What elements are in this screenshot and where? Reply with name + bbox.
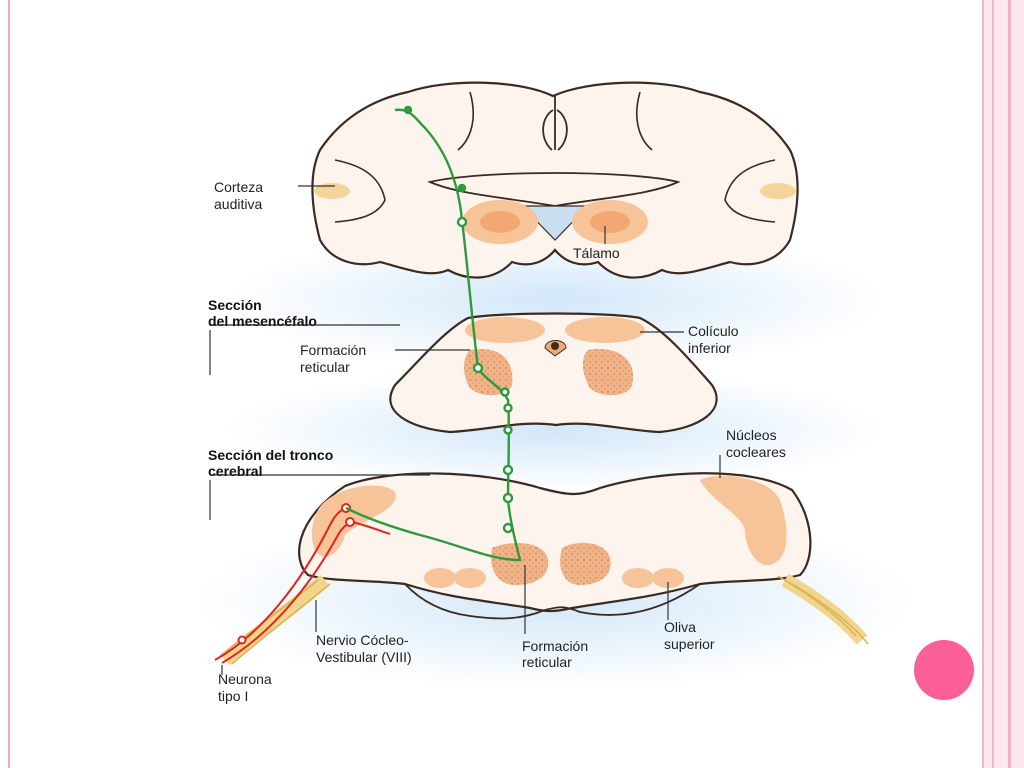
label-talamo: Tálamo bbox=[573, 245, 620, 261]
label-formacion-reticular-mid-2: reticular bbox=[300, 359, 350, 375]
decorative-pink-dot bbox=[914, 640, 974, 700]
label-seccion-mesencefalo-2: del mesencéfalo bbox=[208, 313, 317, 329]
slide-frame-left bbox=[0, 0, 10, 768]
label-oliva-superior-2: superior bbox=[664, 636, 715, 652]
label-oliva-superior-1: Oliva bbox=[664, 619, 696, 635]
leader-lines bbox=[209, 185, 721, 675]
slide-frame-right bbox=[978, 0, 1024, 768]
auditory-pathway-green bbox=[345, 105, 522, 562]
label-seccion-mesencefalo-1: Sección bbox=[208, 297, 262, 313]
label-nucleos-cocleares-2: cocleares bbox=[726, 444, 786, 460]
label-formacion-reticular-mid-1: Formación bbox=[300, 342, 366, 358]
label-nervio-coclear-2: Vestibular (VIII) bbox=[316, 649, 412, 665]
label-neurona-tipo-1: Neurona bbox=[218, 671, 272, 687]
label-seccion-tronco-2: cerebral bbox=[208, 463, 262, 479]
label-coliculo-inferior-1: Colículo bbox=[688, 323, 739, 339]
label-neurona-tipo-2: tipo I bbox=[218, 688, 248, 704]
label-formacion-reticular-low-1: Formación bbox=[522, 638, 588, 654]
type-i-neuron bbox=[214, 503, 391, 664]
label-coliculo-inferior-2: inferior bbox=[688, 340, 731, 356]
label-corteza-auditiva-1: Corteza bbox=[214, 179, 263, 195]
label-seccion-tronco-1: Sección del tronco bbox=[208, 447, 333, 463]
brain-coronal-section bbox=[311, 81, 799, 279]
label-nervio-coclear-1: Nervio Cócleo- bbox=[316, 632, 409, 648]
label-formacion-reticular-low-2: reticular bbox=[522, 654, 572, 670]
label-corteza-auditiva-2: auditiva bbox=[214, 196, 262, 212]
label-nucleos-cocleares-1: Núcleos bbox=[726, 427, 777, 443]
